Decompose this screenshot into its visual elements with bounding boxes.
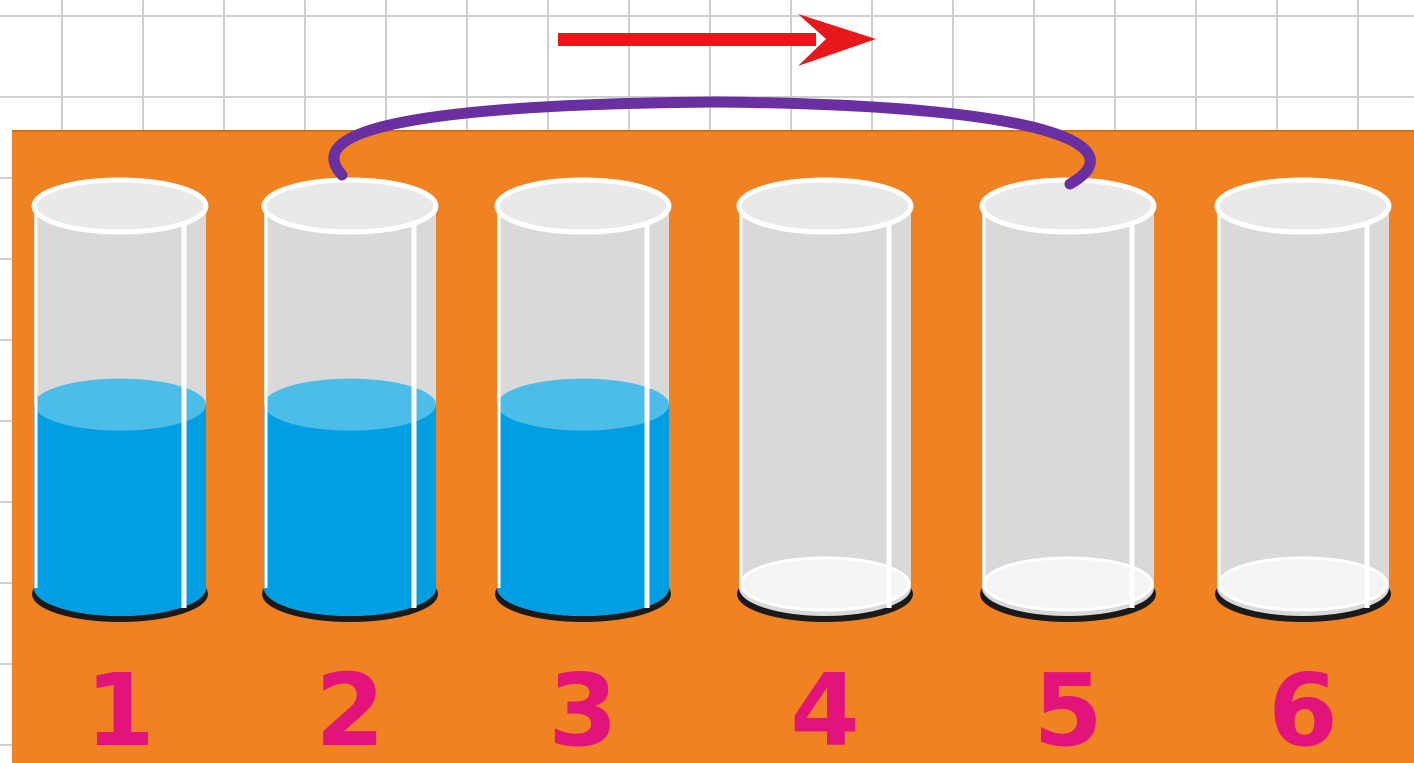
glass-rim bbox=[1214, 177, 1392, 235]
glass-rim bbox=[736, 177, 914, 235]
water-surface bbox=[34, 378, 206, 431]
glass-label-6: 6 bbox=[1268, 652, 1338, 763]
water-surface bbox=[497, 378, 669, 431]
glass-body bbox=[982, 206, 1154, 616]
glass-label-2: 2 bbox=[315, 652, 385, 763]
glass-5 bbox=[979, 177, 1157, 622]
glass-rim bbox=[261, 177, 439, 235]
water-fill bbox=[497, 404, 669, 616]
glass-2 bbox=[261, 177, 439, 622]
glass-base bbox=[739, 556, 911, 612]
glass-labels: 1 2 3 4 5 6 bbox=[85, 652, 1338, 763]
glass-body bbox=[739, 206, 911, 616]
glass-label-1: 1 bbox=[85, 652, 155, 763]
orange-board bbox=[12, 130, 1414, 763]
glass-base bbox=[982, 556, 1154, 612]
glass-body bbox=[1217, 206, 1389, 616]
glass-rim bbox=[31, 177, 209, 235]
glass-4 bbox=[736, 177, 914, 622]
glasses-row bbox=[31, 177, 1392, 622]
glass-label-4: 4 bbox=[790, 652, 860, 763]
glass-1 bbox=[31, 177, 209, 622]
glass-label-3: 3 bbox=[548, 652, 618, 763]
direction-arrow-icon bbox=[558, 14, 876, 66]
glass-label-5: 5 bbox=[1033, 652, 1103, 763]
glass-6 bbox=[1214, 177, 1392, 622]
glass-rim bbox=[494, 177, 672, 235]
water-surface bbox=[264, 378, 436, 431]
glass-base bbox=[1217, 556, 1389, 612]
transfer-arc bbox=[328, 96, 1096, 190]
glass-3 bbox=[494, 177, 672, 622]
water-fill bbox=[34, 404, 206, 616]
water-fill bbox=[264, 404, 436, 616]
